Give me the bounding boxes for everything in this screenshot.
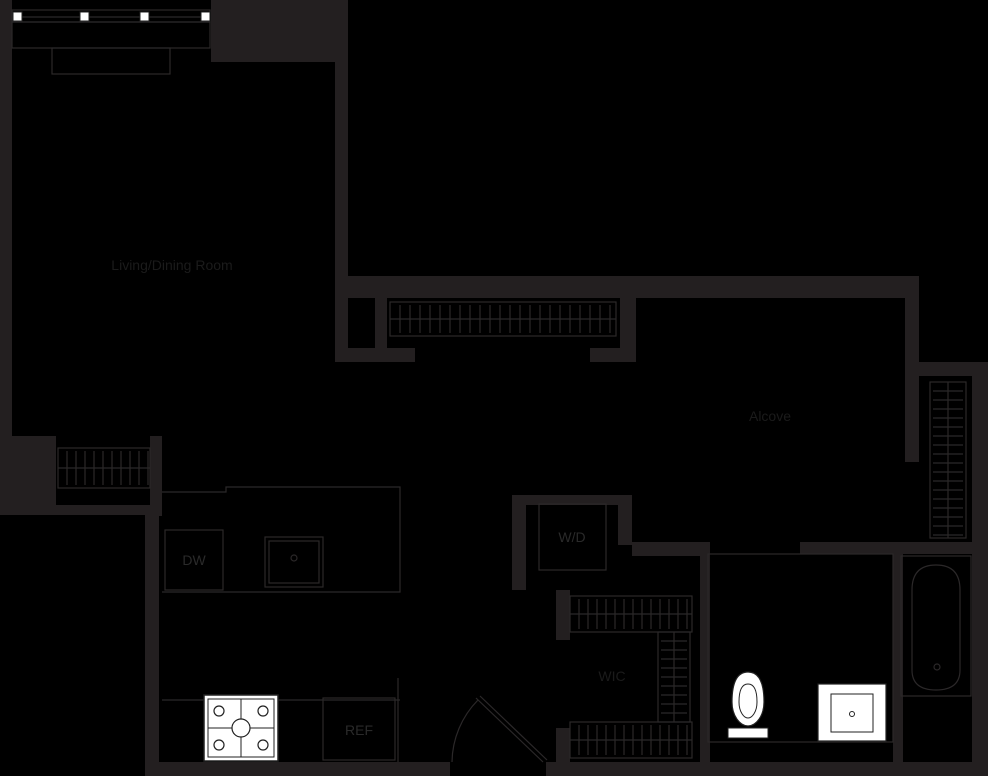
sink xyxy=(264,536,324,588)
fixture-label-dishwasher: DW xyxy=(182,552,206,568)
entry-door xyxy=(451,695,548,763)
window-mullion xyxy=(12,11,23,22)
labels: Living/Dining Room Alcove WIC DW W/D REF xyxy=(111,257,791,738)
fixture-label-refrigerator: REF xyxy=(345,722,373,738)
closet-rods xyxy=(57,301,967,759)
burner-icon xyxy=(213,739,225,751)
room-label-living-dining: Living/Dining Room xyxy=(111,257,232,273)
bathtub xyxy=(900,555,972,697)
burner-icon xyxy=(257,739,269,751)
dishwasher xyxy=(164,529,224,591)
toilet-tank xyxy=(727,727,769,739)
washer-dryer xyxy=(538,503,607,571)
window-mullion xyxy=(79,11,90,22)
stove xyxy=(203,694,279,762)
kitchen xyxy=(162,486,401,762)
bathroom xyxy=(707,553,972,743)
window-mullion xyxy=(139,11,150,22)
room-label-wic: WIC xyxy=(598,668,625,684)
refrigerator xyxy=(322,697,396,761)
window-mullion xyxy=(200,11,211,22)
burner-icon xyxy=(231,718,251,738)
window-top xyxy=(11,9,211,75)
tub-drain-icon xyxy=(933,663,941,671)
room-label-alcove: Alcove xyxy=(749,408,791,424)
sink-drain-icon xyxy=(290,554,298,562)
burner-icon xyxy=(257,705,269,717)
burner-icon xyxy=(213,705,225,717)
vanity-drain-icon xyxy=(849,711,855,717)
fixture-label-washer-dryer: W/D xyxy=(558,529,585,545)
